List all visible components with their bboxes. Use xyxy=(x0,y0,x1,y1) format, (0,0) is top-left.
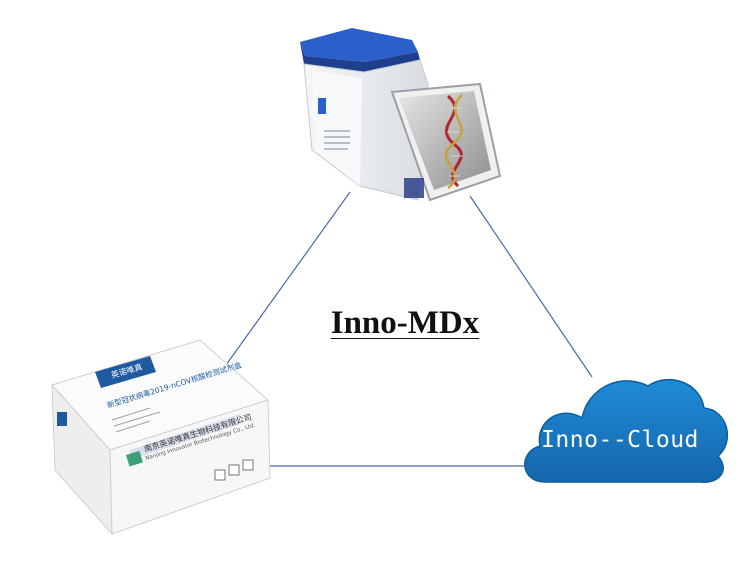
connector-lines xyxy=(225,191,593,467)
connector-instrument-kit xyxy=(225,191,351,366)
pcr-analyzer-device-icon xyxy=(300,28,502,202)
cloud-icon xyxy=(524,378,729,483)
test-kit-box-icon: 英诺唯真 新型冠状病毒2019-nCOV核酸检测试剂盒 南京英诺唯真生物科技有限… xyxy=(51,339,271,536)
connector-instrument-cloud xyxy=(469,195,593,378)
diagram-title: Inno-MDx xyxy=(330,305,480,341)
cloud-label: Inno--Cloud xyxy=(541,427,699,453)
